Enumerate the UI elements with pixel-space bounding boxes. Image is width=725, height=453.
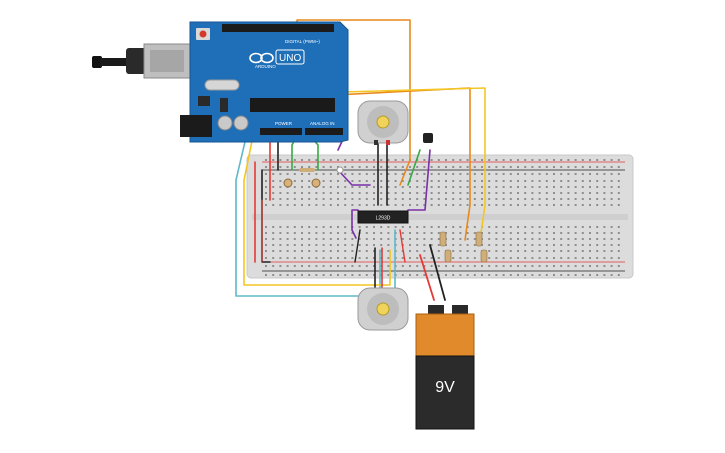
arduino-logo: ARDUINO xyxy=(249,52,276,69)
resistor-icon[interactable] xyxy=(444,249,452,263)
dc-motor-icon[interactable] xyxy=(357,287,409,331)
resistor-icon[interactable] xyxy=(439,231,447,247)
power-header-label: POWER xyxy=(275,121,293,126)
power-header[interactable] xyxy=(260,128,302,135)
analog-header[interactable] xyxy=(305,128,343,135)
dc-motor-icon[interactable] xyxy=(357,100,409,145)
breadboard[interactable] xyxy=(246,154,634,279)
breadboard-holes xyxy=(265,159,620,276)
resistor-icon[interactable] xyxy=(475,231,483,247)
light-sensor[interactable] xyxy=(423,133,433,143)
model-label: UNO xyxy=(279,53,301,64)
atmega-chip xyxy=(250,98,335,112)
driver-chip-label: L293D xyxy=(376,216,391,222)
dc-jack-icon[interactable] xyxy=(180,115,212,137)
digital-header[interactable] xyxy=(222,24,334,32)
reset-button-cap[interactable] xyxy=(199,30,207,38)
brand-label: ARDUINO xyxy=(255,64,276,69)
motor-driver-chip[interactable]: L293D xyxy=(357,210,409,224)
arduino-uno-board[interactable]: DIGITAL (PWM~) ARDUINO UNO POWER ANALOG … xyxy=(180,21,349,143)
battery-icon[interactable]: 9V xyxy=(415,305,475,430)
model-badge xyxy=(275,49,305,65)
photoresistor-icon[interactable] xyxy=(311,178,321,188)
analog-header-label: ANALOG IN xyxy=(310,121,335,126)
led-icon[interactable] xyxy=(336,166,344,174)
photoresistor-icon[interactable] xyxy=(283,178,293,188)
usb-cable-icon[interactable] xyxy=(92,43,191,79)
resistor-icon[interactable] xyxy=(480,249,488,263)
resistor-icon[interactable] xyxy=(299,168,315,172)
battery-label: 9V xyxy=(435,379,455,396)
digital-header-label: DIGITAL (PWM~) xyxy=(285,39,320,44)
